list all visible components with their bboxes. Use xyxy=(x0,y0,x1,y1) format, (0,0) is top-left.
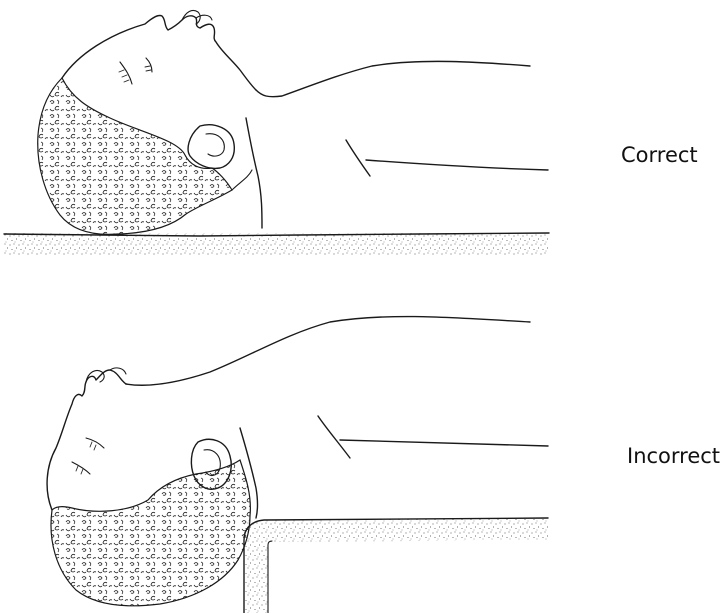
hair-incorrect xyxy=(51,460,250,606)
bed-surface-incorrect xyxy=(244,518,548,613)
incorrect-figure xyxy=(47,317,548,613)
bed-surface-correct xyxy=(4,233,549,255)
correct-figure xyxy=(4,10,549,255)
hair-correct xyxy=(38,78,232,234)
label-correct: Correct xyxy=(621,143,698,167)
ear-correct xyxy=(188,125,234,169)
label-incorrect: Incorrect xyxy=(627,444,720,468)
face-profile-correct xyxy=(62,15,256,90)
face-profile-incorrect xyxy=(47,370,126,510)
